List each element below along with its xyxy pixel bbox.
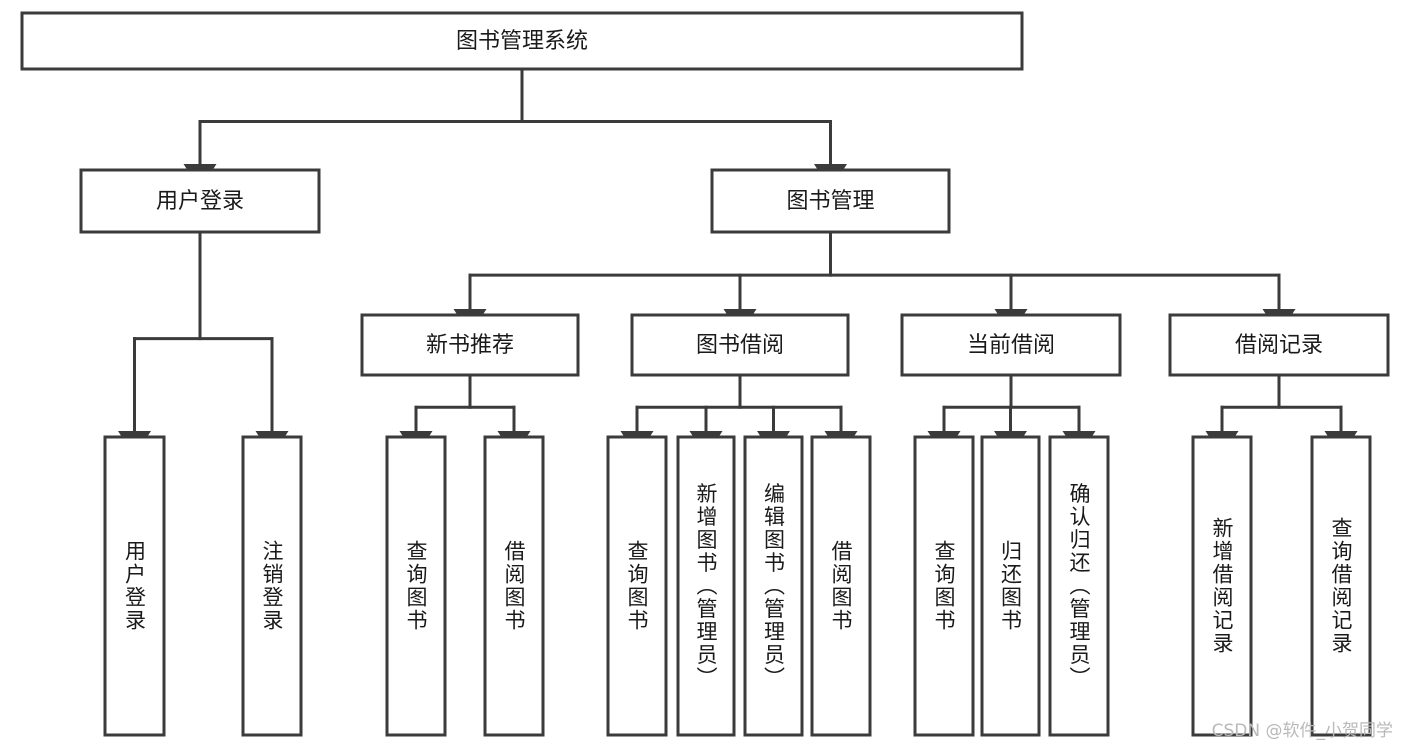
node-leaf-user-logout[interactable]: 注销登录 — [241, 435, 303, 737]
node-box — [1310, 435, 1372, 737]
node-leaf-new-query[interactable]: 查询图书 — [385, 435, 447, 737]
node-label: 查询图书 — [404, 540, 428, 632]
node-label: 借阅图书 — [829, 540, 853, 632]
node-borrow[interactable]: 图书借阅 — [630, 313, 850, 377]
node-box — [103, 435, 166, 737]
node-leaf-record-query[interactable]: 查询借阅记录 — [1310, 435, 1372, 737]
node-box — [630, 313, 850, 377]
node-label: 图书借阅 — [696, 333, 784, 358]
node-label: 确认归还（管理员） — [1067, 483, 1091, 690]
node-box — [606, 435, 668, 737]
node-box — [385, 435, 447, 737]
node-bookmgmt[interactable]: 图书管理 — [710, 168, 951, 234]
node-leaf-current-query[interactable]: 查询图书 — [913, 435, 975, 737]
node-label: 用户登录 — [156, 189, 244, 214]
edges-layer — [118, 67, 1358, 457]
node-box — [900, 313, 1122, 377]
node-box — [1191, 435, 1253, 737]
node-label: 图书管理系统 — [456, 29, 588, 54]
node-current[interactable]: 当前借阅 — [900, 313, 1122, 377]
node-box — [1048, 435, 1110, 737]
node-newbook[interactable]: 新书推荐 — [360, 313, 580, 377]
node-leaf-borrow-query[interactable]: 查询图书 — [606, 435, 668, 737]
node-label: 新书推荐 — [426, 333, 514, 358]
node-label: 查询借阅记录 — [1329, 517, 1353, 655]
node-label: 新增借阅记录 — [1210, 517, 1234, 655]
node-box — [743, 435, 804, 737]
node-leaf-current-confirm[interactable]: 确认归还（管理员） — [1048, 435, 1110, 737]
node-box — [710, 168, 951, 234]
node-box — [913, 435, 975, 737]
node-leaf-borrow-lend[interactable]: 借阅图书 — [810, 435, 872, 737]
node-label: 查询图书 — [932, 540, 956, 632]
node-box — [676, 435, 736, 737]
node-leaf-current-return[interactable]: 归还图书 — [980, 435, 1041, 737]
node-label: 编辑图书（管理员） — [762, 483, 786, 690]
watermark-label: CSDN @软件_小贺同学 — [1211, 721, 1393, 741]
node-records[interactable]: 借阅记录 — [1168, 313, 1390, 377]
node-label: 新增图书（管理员） — [694, 483, 718, 690]
node-leaf-record-add[interactable]: 新增借阅记录 — [1191, 435, 1253, 737]
node-box — [810, 435, 872, 737]
node-label: 图书管理 — [786, 189, 874, 214]
node-leaf-borrow-add[interactable]: 新增图书（管理员） — [676, 435, 736, 737]
node-box — [360, 313, 580, 377]
nodes-layer: 图书管理系统用户登录图书管理新书推荐图书借阅当前借阅借阅记录用户登录注销登录查询… — [20, 11, 1390, 737]
node-label: 借阅记录 — [1235, 333, 1323, 358]
node-leaf-borrow-edit[interactable]: 编辑图书（管理员） — [743, 435, 804, 737]
node-box — [980, 435, 1041, 737]
node-leaf-user-login[interactable]: 用户登录 — [103, 435, 166, 737]
node-box — [20, 11, 1024, 71]
node-label: 当前借阅 — [967, 333, 1055, 358]
node-leaf-new-borrow[interactable]: 借阅图书 — [483, 435, 545, 737]
node-box — [79, 168, 321, 234]
node-label: 归还图书 — [999, 540, 1023, 632]
node-box — [1168, 313, 1390, 377]
node-label: 注销登录 — [260, 540, 284, 632]
node-box — [483, 435, 545, 737]
node-label: 借阅图书 — [502, 540, 526, 632]
node-box — [241, 435, 303, 737]
node-label: 用户登录 — [123, 540, 147, 632]
node-root[interactable]: 图书管理系统 — [20, 11, 1024, 71]
node-login[interactable]: 用户登录 — [79, 168, 321, 234]
node-label: 查询图书 — [625, 540, 649, 632]
